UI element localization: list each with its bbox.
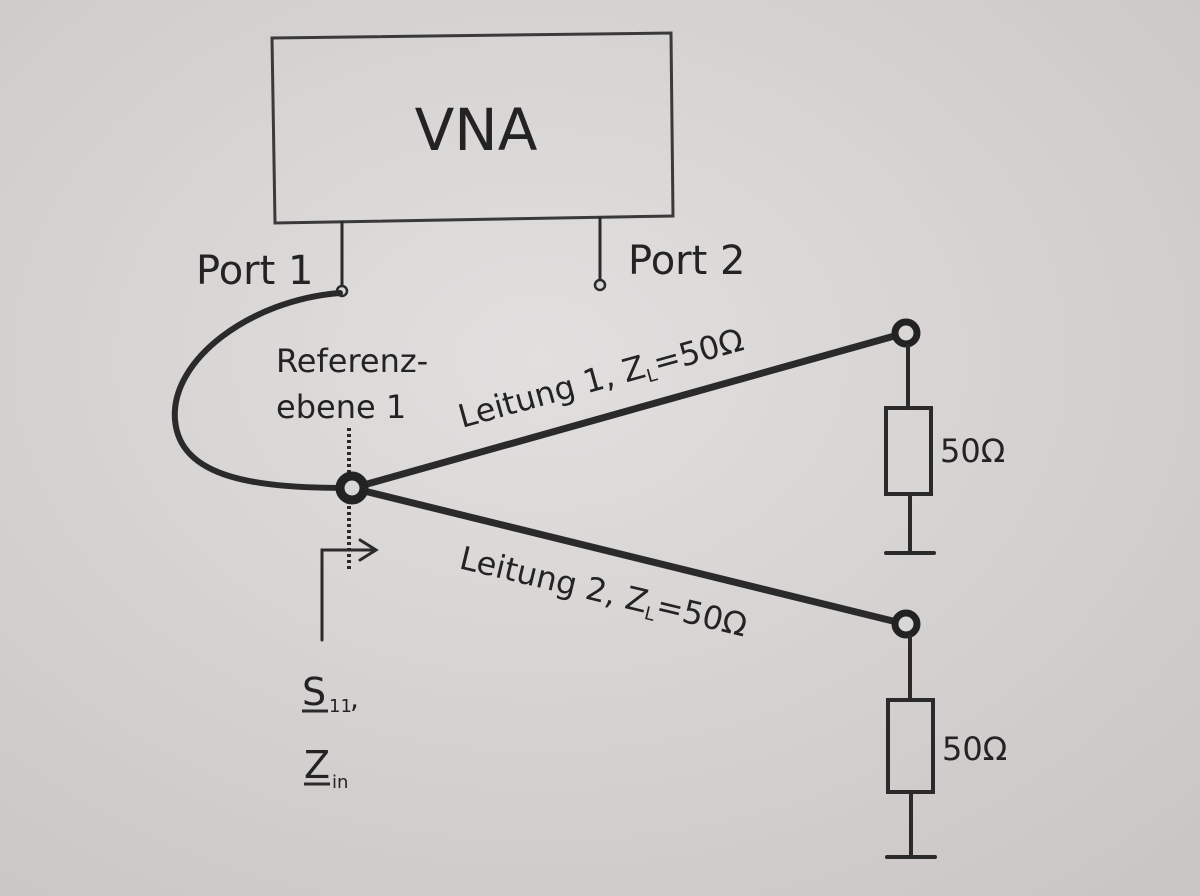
arrow-head-icon <box>358 538 379 562</box>
reference-plane-label-1: Referenz- <box>276 342 428 380</box>
load-1-terminal <box>891 318 921 348</box>
port-2-terminal <box>593 278 607 292</box>
test-cable <box>171 290 353 491</box>
junction-node <box>335 471 369 505</box>
measurement-arrow <box>320 538 379 642</box>
zin-main: Z <box>304 743 330 787</box>
port-2-label: Port 2 <box>628 238 745 284</box>
load-2-terminal <box>891 609 921 639</box>
load-2: 50Ω <box>885 609 1007 859</box>
vna-block: VNA <box>270 31 675 225</box>
load-1: 50Ω <box>884 318 1005 555</box>
reference-plane-label-2: ebene 1 <box>276 388 406 426</box>
s11-separator: , <box>350 682 359 715</box>
vna-box <box>270 31 675 225</box>
port-2: Port 2 <box>593 216 745 292</box>
zin-label: Z in <box>304 743 348 793</box>
zin-sub: in <box>332 772 348 793</box>
s11-main: S <box>302 670 326 714</box>
vna-label: VNA <box>415 96 538 164</box>
s11-label: S 11 , <box>302 670 359 717</box>
load-2-value: 50Ω <box>942 730 1007 768</box>
port-1-label: Port 1 <box>196 248 313 294</box>
s11-sub: 11 <box>329 696 352 717</box>
line-1 <box>356 329 909 490</box>
load-1-value: 50Ω <box>940 432 1005 470</box>
measurement-arrow-shaft <box>320 548 374 642</box>
line-2 <box>356 486 909 628</box>
